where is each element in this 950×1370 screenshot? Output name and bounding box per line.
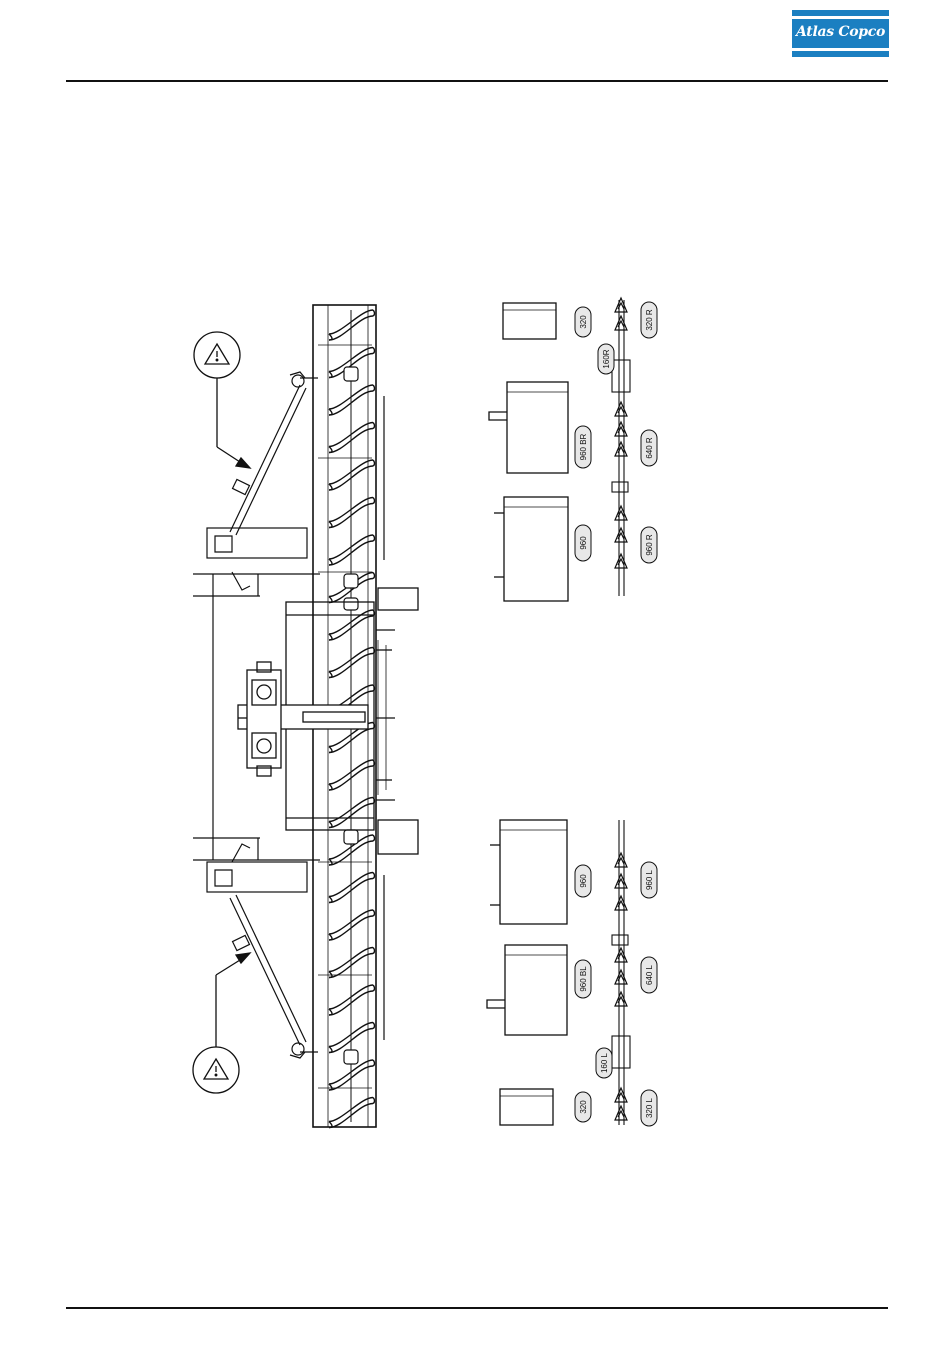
extension-flight [615, 442, 627, 456]
extension-flight [615, 948, 627, 962]
label-640r: 640 R [645, 437, 654, 459]
extension-flights-left [615, 853, 627, 1120]
label-160l: 160 L [600, 1052, 609, 1073]
extension-flight [615, 1106, 627, 1120]
extension-flight [615, 528, 627, 542]
extension-boxes-left [487, 820, 567, 1125]
extension-flight [615, 298, 627, 312]
extension-flight [615, 1088, 627, 1102]
label-960bl: 960 BL [579, 966, 588, 992]
extension-boxes-right [489, 303, 568, 601]
extension-flights-right [615, 298, 627, 568]
extension-flight [615, 422, 627, 436]
label-320l: 320 L [645, 1097, 654, 1118]
label-320r: 320 R [645, 309, 654, 331]
label-960br: 960 BR [579, 433, 588, 460]
extension-flight [615, 316, 627, 330]
label-960r: 960 R [645, 534, 654, 556]
label-320-right: 320 [579, 315, 588, 329]
label-640l: 640 L [645, 964, 654, 985]
label-960-left: 960 [579, 874, 588, 888]
extension-flight [615, 874, 627, 888]
extension-flight [615, 402, 627, 416]
extension-flight [615, 970, 627, 984]
warning-callout-top [194, 332, 250, 468]
extension-flight [615, 992, 627, 1006]
extension-augers-left [612, 820, 630, 1125]
labels-left [575, 862, 657, 1126]
extension-flight [615, 506, 627, 520]
label-160r: 160R [602, 349, 611, 368]
extension-flight [615, 896, 627, 910]
warning-callout-bottom [193, 953, 250, 1093]
extension-flight [615, 554, 627, 568]
label-320-left: 320 [579, 1100, 588, 1114]
extension-flight [615, 853, 627, 867]
label-960-right: 960 [579, 536, 588, 550]
label-960l: 960 L [645, 869, 654, 890]
